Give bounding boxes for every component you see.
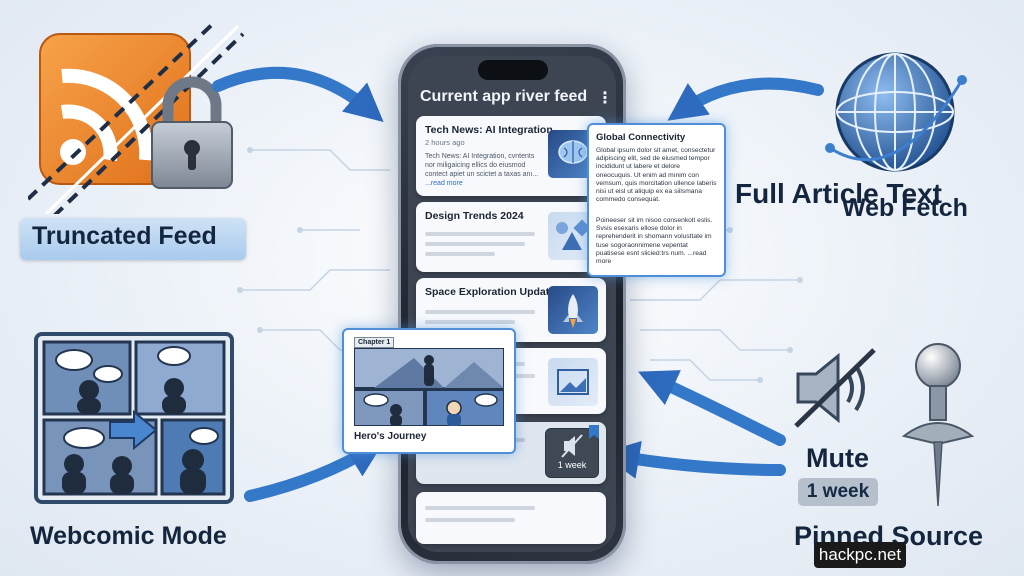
watermark: hackpc.net: [814, 542, 906, 568]
article-title: Global Connectivity: [596, 132, 686, 143]
feed-card-partial[interactable]: [416, 492, 606, 544]
rss-icon: [26, 17, 245, 218]
card-title: Design Trends 2024: [425, 210, 524, 222]
placeholder-line: [425, 506, 535, 510]
arrow-from-truncated: [212, 66, 384, 123]
comic-panels-icon: [34, 332, 234, 504]
webcomic-mode-label: Webcomic Mode: [30, 522, 227, 550]
mute-label: Mute: [806, 443, 869, 473]
phone-notch: [478, 60, 548, 80]
mute-chip-duration: 1 week: [557, 460, 587, 470]
card-title: Tech News: AI Integration: [425, 124, 553, 136]
article-paragraph-1: Global ipsum dolor sit amet, consectetur…: [596, 147, 717, 204]
bookmark-icon: [589, 425, 599, 439]
pushpin-icon: [898, 340, 978, 510]
placeholder-line: [425, 232, 535, 236]
arrow-from-webcomic: [244, 439, 386, 502]
arrow-from-pinned: [600, 440, 786, 479]
image-icon: [548, 358, 598, 406]
webcomic-popout: Chapter 1 Hero's Journey: [342, 328, 516, 454]
arrow-from-mute: [638, 370, 786, 446]
comic-art: [354, 348, 504, 426]
speaker-mute-icon: [561, 434, 583, 458]
full-article-popout: Global Connectivity Global ipsum dolor s…: [587, 123, 726, 277]
placeholder-line: [425, 242, 525, 246]
arrow-from-webfetch: [667, 77, 824, 121]
rss-feed-icon-group: [26, 17, 248, 218]
placeholder-line: [425, 518, 515, 522]
mute-chip[interactable]: 1 week: [545, 428, 599, 478]
truncated-feed-label-bg: [20, 218, 246, 260]
comic-chapter-tag: Chapter 1: [354, 337, 395, 348]
placeholder-line: [425, 320, 515, 324]
comic-caption: Hero's Journey: [354, 431, 427, 442]
more-menu-icon[interactable]: ⋮: [597, 90, 613, 107]
padlock-icon: [151, 76, 233, 189]
mute-duration-badge: 1 week: [798, 478, 878, 506]
article-paragraph-2: Poineeser sit im nisoo consenkolt eslis.…: [596, 217, 713, 266]
card-timestamp: 2 hours ago: [425, 138, 465, 147]
globe-icon: [820, 40, 970, 190]
placeholder-line: [425, 252, 495, 256]
placeholder-line: [425, 310, 535, 314]
card-excerpt: Tech News: AI Integration, cvntents nor …: [425, 153, 539, 178]
feed-card-tech-news[interactable]: Tech News: AI Integration 2 hours ago Te…: [416, 116, 606, 196]
speaker-mute-icon: [790, 346, 880, 430]
card-title: Space Exploration Update: [425, 286, 556, 298]
app-title: Current app river feed: [420, 88, 588, 105]
read-more-link[interactable]: ...read more: [425, 180, 463, 187]
web-fetch-label: Web Fetch: [842, 194, 968, 222]
feed-card-design-trends[interactable]: Design Trends 2024: [416, 202, 606, 272]
rocket-icon: [548, 286, 598, 334]
truncated-feed-label: Truncated Feed: [32, 222, 217, 250]
